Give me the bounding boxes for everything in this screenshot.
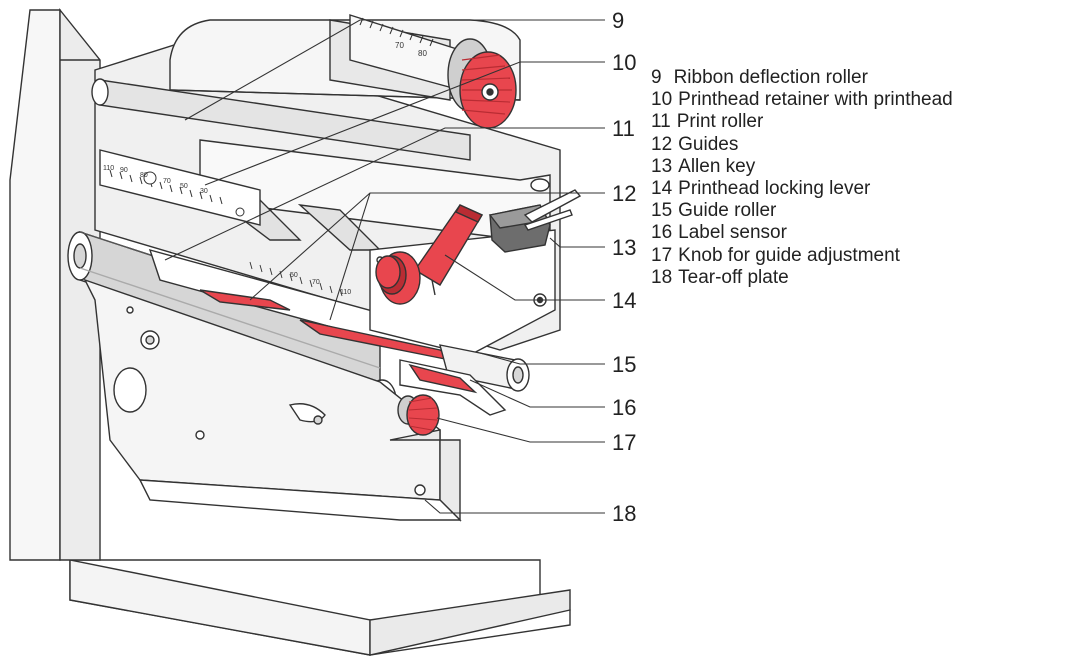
leader-lines: [164, 19, 605, 514]
scale-left-mark-6: 30: [200, 188, 208, 195]
scale-upper-mark-1: 70: [395, 41, 404, 50]
legend-number: 12: [651, 133, 673, 155]
side-housing: [9, 8, 101, 561]
callout-numbers: 9 10 11 12 13 14 15 16 17 18: [612, 8, 636, 526]
legend-label: Knob for guide adjustment: [678, 244, 900, 266]
guide-roller: [439, 344, 530, 392]
legend-label: Label sensor: [678, 222, 787, 244]
legend-number: 16: [651, 222, 673, 244]
leader-15: [479, 352, 605, 365]
legend-number: 14: [651, 178, 673, 200]
legend-label: Allen key: [678, 155, 756, 177]
callout-9: 9: [612, 8, 624, 33]
legend-number: 11: [651, 111, 671, 133]
callout-11: 11: [612, 116, 635, 141]
scale-left-mark-5: 50: [180, 183, 188, 190]
lever-panel: [369, 229, 556, 356]
legend-label: Tear-off plate: [678, 266, 789, 288]
scale-upper-mark-2: 80: [418, 49, 427, 58]
legend-number: 10: [651, 89, 673, 111]
legend-number: 9: [651, 67, 662, 88]
leader-13: [549, 237, 605, 248]
legend-label: Printhead retainer with printhead: [678, 89, 953, 111]
legend-label: Guides: [678, 133, 739, 155]
leader-16: [469, 379, 605, 408]
legend-number: 13: [651, 155, 673, 177]
callout-13: 13: [612, 235, 636, 260]
scale-left-mark-2: 90: [120, 167, 128, 174]
leader-14: [444, 254, 605, 301]
leader-18: [424, 499, 605, 514]
scale-mid-mark-1: 50: [290, 272, 298, 279]
printhead-retainer: 70 80: [329, 14, 461, 101]
printhead-locking-lever: [375, 204, 484, 305]
scale-left-mark-4: 70: [163, 178, 171, 185]
leader-10: [204, 61, 605, 186]
guide-adjustment-knob: [397, 394, 440, 436]
legend-label: Printhead locking lever: [678, 178, 871, 200]
callout-14: 14: [612, 288, 636, 313]
scale-upper: [359, 17, 434, 47]
tear-off-plate: [138, 403, 462, 521]
base-plate: [69, 559, 571, 656]
leader-9: [184, 19, 605, 121]
scale-left-mark-1: 110: [103, 165, 114, 172]
callout-10: 10: [612, 50, 636, 75]
scale-mid-mark-3: 110: [340, 289, 351, 296]
scale-left: [99, 149, 261, 226]
scale-left-mark-3: 80: [140, 172, 148, 179]
leader-17: [436, 417, 605, 443]
ribbon-deflection-roller: [91, 78, 471, 161]
callout-15: 15: [612, 352, 636, 377]
callout-16: 16: [612, 395, 636, 420]
legend-label: Print roller: [676, 111, 764, 133]
allen-key: [488, 189, 582, 253]
legend-number: 18: [651, 266, 673, 288]
legend-number: 15: [651, 200, 673, 222]
legend-label: Guide roller: [678, 200, 777, 222]
callout-12: 12: [612, 181, 636, 206]
legend-label: Ribbon deflection roller: [673, 67, 868, 88]
callout-17: 17: [612, 430, 636, 455]
legend-item: 9 Ribbon deflection roller: [651, 67, 953, 89]
retainer-knob: [447, 38, 517, 129]
leader-11: [164, 127, 605, 261]
leader-12b: [329, 192, 371, 321]
callout-18: 18: [612, 501, 636, 526]
label-sensor: [399, 359, 507, 416]
scale-mid-mark-2: 70: [312, 279, 320, 286]
legend-number: 17: [651, 244, 673, 266]
